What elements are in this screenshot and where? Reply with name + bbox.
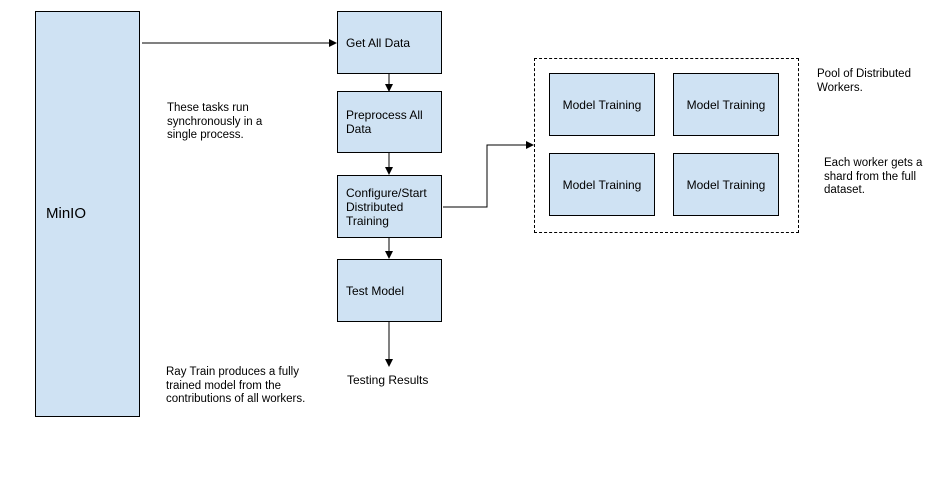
worker-label: Model Training (562, 177, 642, 192)
step-test-model: Test Model (337, 259, 442, 322)
note-ray-train: Ray Train produces a fully trained model… (166, 366, 306, 405)
worker-box: Model Training (673, 73, 779, 136)
worker-label: Model Training (562, 97, 642, 112)
worker-label: Model Training (686, 177, 766, 192)
arrow-configure-to-pool (443, 141, 534, 208)
minio-label: MinIO (46, 205, 87, 222)
worker-box: Model Training (673, 153, 779, 216)
minio-storage-box: MinIO (35, 11, 140, 417)
step-configure-training: Configure/Start Distributed Training (337, 175, 442, 238)
note-worker-pool: Pool of Distributed Workers. (817, 68, 911, 94)
step-test-model-label: Test Model (346, 283, 405, 298)
worker-label: Model Training (686, 97, 766, 112)
worker-pool (534, 58, 799, 233)
note-synchronous-tasks: These tasks run synchronously in a singl… (167, 102, 263, 141)
step-preprocess-label: Preprocess All Data (346, 108, 423, 136)
step-preprocess-all-data: Preprocess All Data (337, 91, 442, 153)
step-get-all-data-label: Get All Data (346, 35, 411, 50)
note-worker-shard: Each worker gets a shard from the full d… (824, 157, 923, 196)
worker-box: Model Training (549, 153, 655, 216)
testing-results-label: Testing Results (347, 373, 429, 387)
step-configure-label: Configure/Start Distributed Training (346, 185, 427, 228)
worker-box: Model Training (549, 73, 655, 136)
step-get-all-data: Get All Data (337, 11, 442, 74)
